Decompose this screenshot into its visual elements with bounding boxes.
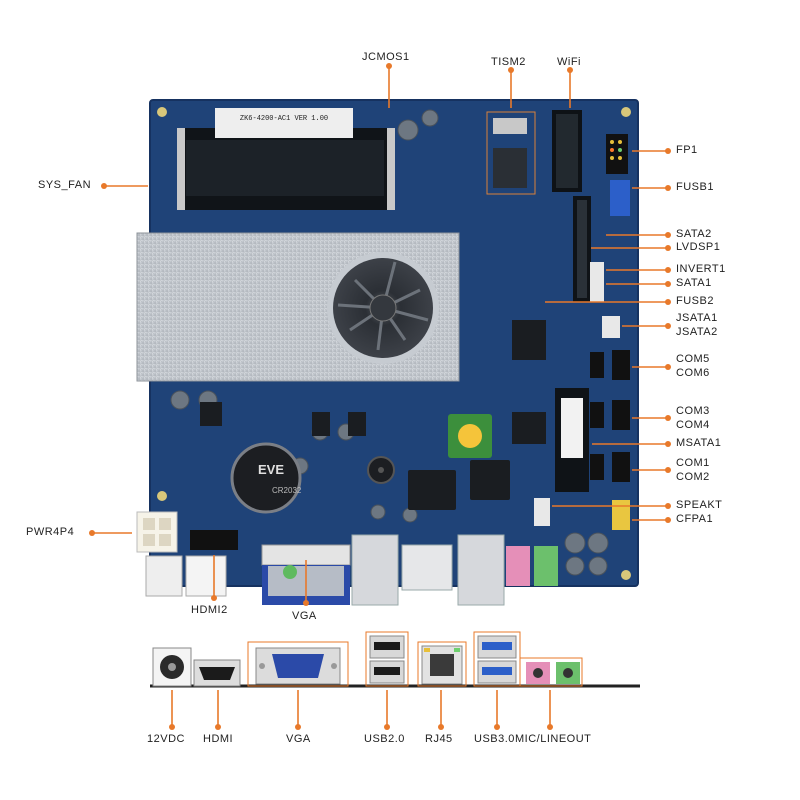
lvds-connector — [573, 196, 591, 302]
cpu-heatsink — [136, 232, 460, 382]
fusb1-header — [610, 180, 630, 216]
label-sata2: SATA2 — [676, 228, 712, 240]
label-jsata1: JSATA1 — [676, 312, 718, 324]
label-fusb2: FUSB2 — [676, 295, 714, 307]
rj45-port — [417, 641, 467, 687]
sata-ports — [590, 262, 620, 338]
label-lvdsp1: LVDSP1 — [676, 241, 721, 253]
label-rj45: RJ45 — [425, 733, 453, 745]
label-com2: COM2 — [676, 471, 710, 483]
label-invert1: INVERT1 — [676, 263, 726, 275]
logo-sticker — [448, 414, 492, 458]
board-pwr-connector — [136, 511, 178, 553]
label-speakt: SPEAKT — [676, 499, 723, 511]
label-com5: COM5 — [676, 353, 710, 365]
label-vga: VGA — [286, 733, 311, 745]
label-fusb1: FUSB1 — [676, 181, 714, 193]
label-wifi: WiFi — [557, 56, 581, 68]
label-12vdc: 12VDC — [147, 733, 185, 745]
cmos-battery: EVE CR2032 — [230, 442, 302, 514]
hdmi-port — [193, 659, 241, 687]
label-tism2: TISM2 — [491, 56, 526, 68]
chips — [200, 320, 546, 510]
speaker-header — [534, 498, 550, 526]
label-cfpa1: CFPA1 — [676, 513, 714, 525]
battery-brand: EVE — [258, 462, 284, 477]
label-vga-top: VGA — [292, 610, 317, 622]
label-com4: COM4 — [676, 419, 710, 431]
label-fp1: FP1 — [676, 144, 698, 156]
label-com1: COM1 — [676, 457, 710, 469]
dc-jack — [152, 647, 192, 687]
msata-slot — [555, 388, 589, 492]
callout-dots — [89, 63, 671, 730]
io-panel — [150, 631, 640, 688]
label-jcmos1: JCMOS1 — [362, 51, 410, 63]
buzzer — [367, 456, 395, 484]
label-pwr4p4: PWR4P4 — [26, 526, 75, 538]
usb2-ports — [365, 631, 409, 687]
sim-slot — [486, 111, 536, 195]
label-usb30: USB3.0 — [474, 733, 515, 745]
label-hdmi2: HDMI2 — [191, 604, 228, 616]
callout-lines — [92, 66, 668, 727]
label-usb20: USB2.0 — [364, 733, 405, 745]
label-sys-fan: SYS_FAN — [38, 179, 92, 191]
label-mic-lineout: MIC/LINEOUT — [515, 733, 592, 745]
usb3-ports — [473, 631, 521, 687]
label-com3: COM3 — [676, 405, 710, 417]
label-hdmi: HDMI — [203, 733, 234, 745]
label-msata1: MSATA1 — [676, 437, 722, 449]
fp1-header — [606, 134, 628, 174]
sodimm-slot: ZK6-4200-AC1 VER 1.00 — [177, 108, 395, 210]
audio-jacks — [519, 657, 583, 687]
battery-model: CR2032 — [272, 486, 302, 495]
cfpa1-header — [612, 500, 630, 530]
wifi-slot — [552, 110, 582, 192]
vga-port — [247, 641, 349, 687]
board-hdmi2-header — [190, 530, 238, 550]
label-com6: COM6 — [676, 367, 710, 379]
label-jsata2: JSATA2 — [676, 326, 718, 338]
sticker-text: ZK6-4200-AC1 VER 1.00 — [240, 115, 328, 123]
com-headers — [590, 350, 630, 482]
label-sata1: SATA1 — [676, 277, 712, 289]
